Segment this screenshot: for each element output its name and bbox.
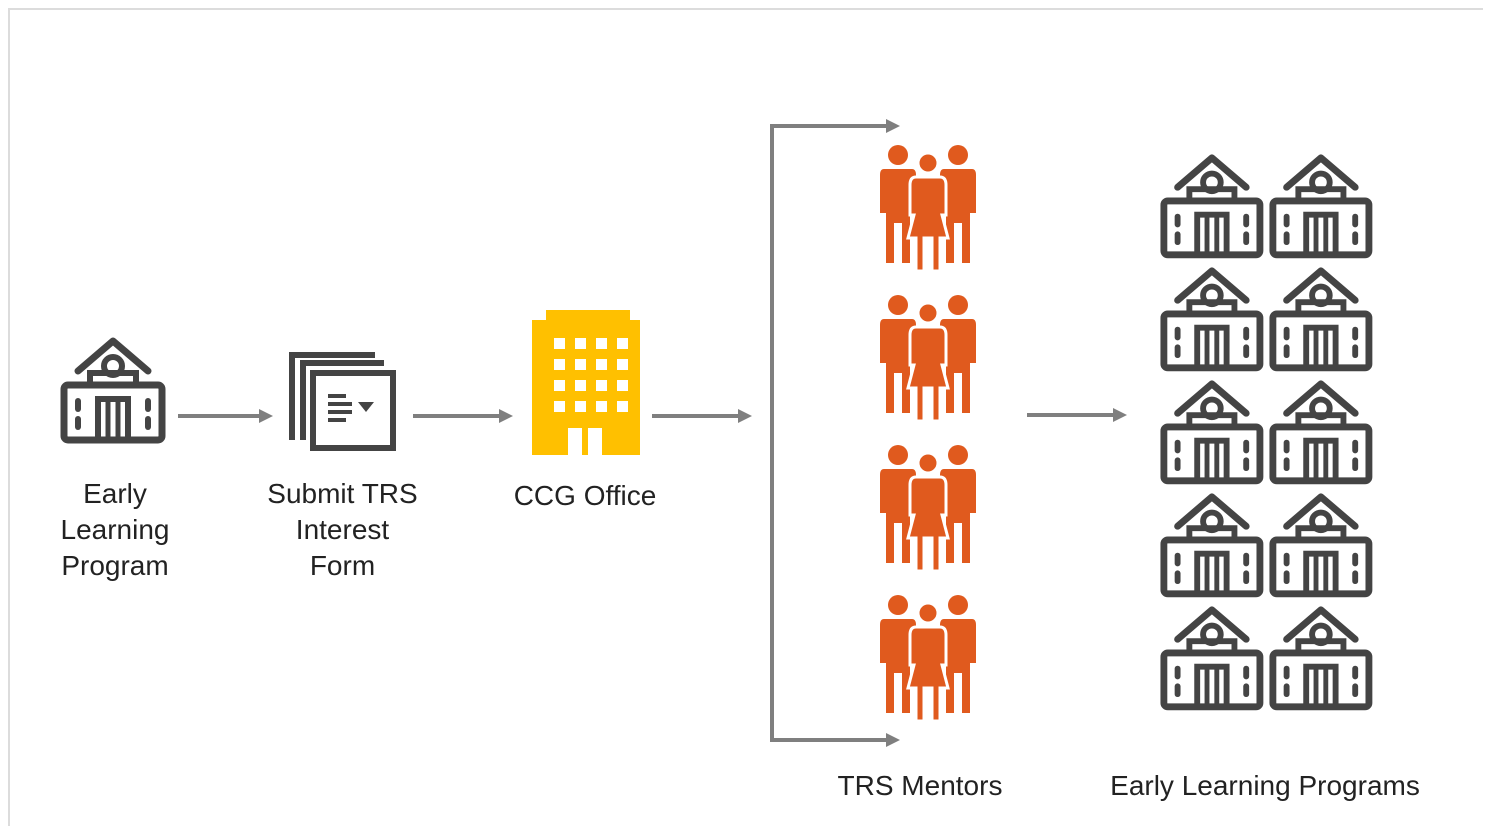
document-form-icon (289, 352, 396, 451)
school-building-icon (1273, 271, 1369, 368)
school-building-icon (1273, 384, 1369, 481)
school-building-icon (1164, 384, 1260, 481)
people-group-icon (878, 443, 978, 573)
label-ccg-office: CCG Office (513, 480, 657, 511)
people-group-icon (878, 293, 978, 423)
label-early-learning-programs: Early Learning Programs (1110, 770, 1420, 801)
school-building-icon (1164, 610, 1260, 707)
frame-border (8, 8, 1483, 826)
school-building-icon (1164, 271, 1260, 368)
label-early-learning-program: Early Learning Program (60, 478, 170, 581)
arrow-mentors-to-programs (1027, 408, 1127, 422)
arrow-form-to-office (413, 409, 513, 423)
school-building-icon (64, 341, 162, 440)
office-building-icon (532, 310, 640, 455)
school-building-icon (1273, 158, 1369, 255)
people-group-icon (878, 143, 978, 273)
school-building-icon (1273, 497, 1369, 594)
arrow-program-to-form (178, 409, 273, 423)
label-trs-mentors: TRS Mentors (837, 770, 1003, 801)
school-building-icon (1164, 497, 1260, 594)
label-submit-trs-form: Submit TRS Interest Form (267, 478, 418, 581)
arrow-office-to-mentors (652, 409, 752, 423)
school-building-icon (1164, 158, 1260, 255)
people-group-icon (878, 593, 978, 723)
branch-bracket (770, 119, 900, 747)
school-building-icon (1273, 610, 1369, 707)
